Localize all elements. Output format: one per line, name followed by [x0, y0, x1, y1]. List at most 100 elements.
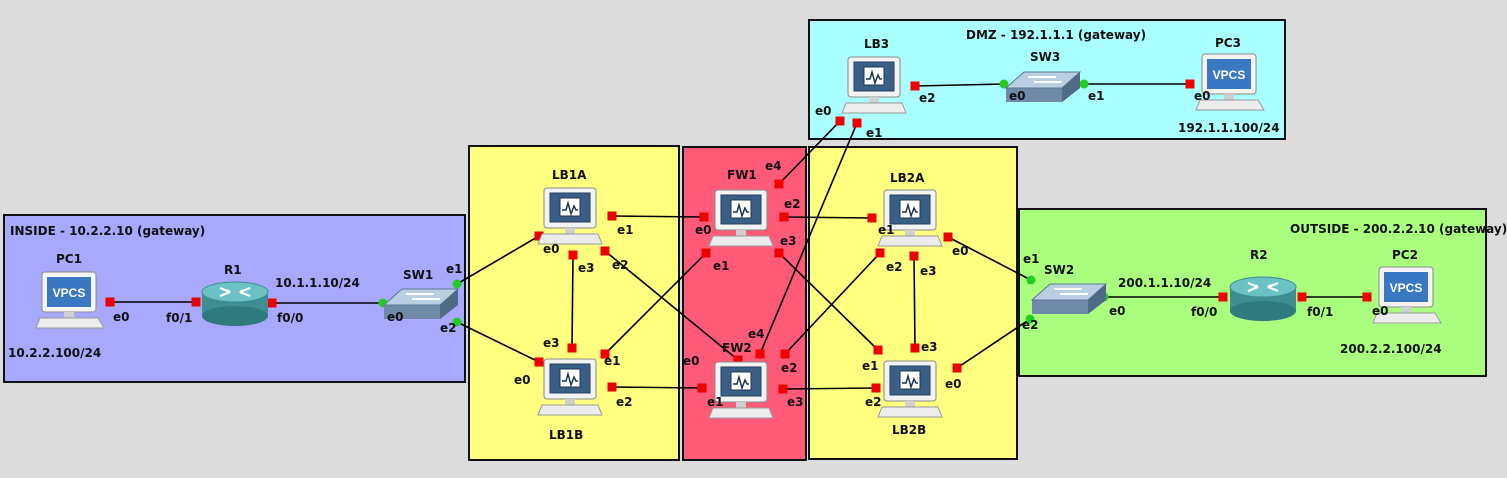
- pc3-address: 192.1.1.100/24: [1178, 121, 1280, 135]
- iface-label: e2: [612, 258, 629, 272]
- port-down-marker: [567, 343, 577, 353]
- iface-label: f0/0: [277, 311, 304, 325]
- port-down-marker: [697, 383, 707, 393]
- iface-label: e0: [695, 223, 712, 237]
- iface-label: e0: [815, 104, 832, 118]
- iface-label: e2: [784, 197, 801, 211]
- port-up-marker: [1079, 79, 1089, 89]
- port-down-marker: [733, 355, 743, 365]
- lb2a-name: LB2A: [890, 171, 925, 185]
- sw2-name: SW2: [1044, 263, 1075, 277]
- iface-label: e2: [1022, 318, 1039, 332]
- iface-label: e0: [945, 377, 962, 391]
- port-down-marker: [875, 248, 885, 258]
- sw3-switch-icon[interactable]: [1004, 66, 1084, 104]
- port-down-marker: [701, 248, 711, 258]
- lb1b-appliance-icon[interactable]: [536, 357, 608, 417]
- inside-zone-title: INSIDE - 10.2.2.10 (gateway): [10, 224, 206, 238]
- link-sw1-lb1b: [456, 321, 540, 363]
- iface-label: f0/0: [1191, 305, 1218, 319]
- pc1-vpcs-icon[interactable]: VPCS: [35, 270, 106, 332]
- port-down-marker: [780, 349, 790, 359]
- iface-label: e4: [748, 327, 765, 341]
- iface-label: e1: [866, 126, 883, 140]
- port-down-marker: [871, 383, 881, 393]
- link-lb3-sw3: [914, 83, 1005, 87]
- port-down-marker: [534, 231, 544, 241]
- port-down-marker: [774, 248, 784, 258]
- iface-label: e3: [543, 336, 560, 350]
- link-lb1b-fw2: [611, 386, 703, 389]
- port-down-marker: [910, 343, 920, 353]
- fw1-name: FW1: [727, 168, 757, 182]
- port-up-marker: [999, 79, 1009, 89]
- iface-label: e3: [780, 234, 797, 248]
- iface-label: e0: [1372, 304, 1389, 318]
- iface-label: e1: [1088, 89, 1105, 103]
- iface-label: e1: [617, 223, 634, 237]
- port-down-marker: [607, 211, 617, 221]
- link-sw1-lb1a: [456, 235, 540, 285]
- iface-label: e0: [1194, 89, 1211, 103]
- pc2-name: PC2: [1392, 248, 1418, 262]
- lb3-name: LB3: [864, 37, 890, 51]
- iface-label: e2: [781, 361, 798, 375]
- sw2-switch-icon[interactable]: [1030, 278, 1110, 316]
- link-lb1a-fw1: [611, 215, 705, 218]
- pc2-vpcs-icon[interactable]: VPCS: [1372, 265, 1443, 327]
- port-down-marker: [755, 349, 765, 359]
- svg-text:VPCS: VPCS: [53, 286, 86, 300]
- lb2b-name: LB2B: [892, 423, 927, 437]
- iface-label: f0/1: [1307, 305, 1334, 319]
- iface-label: e1: [446, 262, 463, 276]
- iface-label: e0: [543, 242, 560, 256]
- iface-label: e3: [787, 395, 804, 409]
- lb2b-appliance-icon[interactable]: [876, 359, 948, 419]
- outside-zone-title: OUTSIDE - 200.2.2.10 (gateway): [1290, 222, 1507, 236]
- port-down-marker: [943, 232, 953, 242]
- port-down-marker: [568, 250, 578, 260]
- pc3-vpcs-icon[interactable]: VPCS: [1195, 52, 1266, 114]
- fw2-appliance-icon[interactable]: [707, 360, 779, 420]
- port-down-marker: [699, 212, 709, 222]
- port-down-marker: [534, 357, 544, 367]
- port-down-marker: [778, 384, 788, 394]
- fw1-appliance-icon[interactable]: [707, 188, 779, 248]
- iface-label: e1: [862, 359, 879, 373]
- link-lb2b-sw2: [956, 318, 1031, 369]
- lb3-appliance-icon[interactable]: [840, 55, 912, 115]
- lb2a-appliance-icon[interactable]: [876, 188, 948, 248]
- iface-label: e0: [683, 354, 700, 368]
- svg-text:VPCS: VPCS: [1213, 68, 1246, 82]
- port-down-marker: [873, 345, 883, 355]
- port-down-marker: [105, 297, 115, 307]
- link-fw2-lb2b: [782, 387, 877, 390]
- iface-label: e0: [1009, 89, 1026, 103]
- port-down-marker: [909, 251, 919, 261]
- sw1-switch-icon[interactable]: [382, 283, 462, 321]
- iface-label: e1: [707, 395, 724, 409]
- link-lb1a-fw2: [604, 250, 739, 361]
- dmz-zone-title: DMZ - 192.1.1.1 (gateway): [966, 28, 1147, 42]
- port-down-marker: [1218, 292, 1228, 302]
- r2-router-icon[interactable]: [1226, 275, 1301, 323]
- port-down-marker: [1185, 79, 1195, 89]
- pc2-address: 200.2.2.100/24: [1340, 342, 1442, 356]
- r1-router-icon[interactable]: [198, 280, 273, 328]
- r1-f00-address: 10.1.1.10/24: [275, 276, 360, 290]
- iface-label: e1: [1023, 252, 1040, 266]
- iface-label: e1: [604, 354, 621, 368]
- pc1-name: PC1: [56, 252, 82, 266]
- port-down-marker: [910, 81, 920, 91]
- port-down-marker: [779, 212, 789, 222]
- port-down-marker: [1362, 292, 1372, 302]
- iface-label: e2: [886, 260, 903, 274]
- r1-name: R1: [224, 263, 242, 277]
- iface-label: e0: [113, 310, 130, 324]
- port-down-marker: [774, 179, 784, 189]
- iface-label: e1: [878, 223, 895, 237]
- lb1a-appliance-icon[interactable]: [536, 186, 608, 246]
- link-fw2-lb2a: [784, 252, 881, 355]
- sw1-name: SW1: [403, 268, 434, 282]
